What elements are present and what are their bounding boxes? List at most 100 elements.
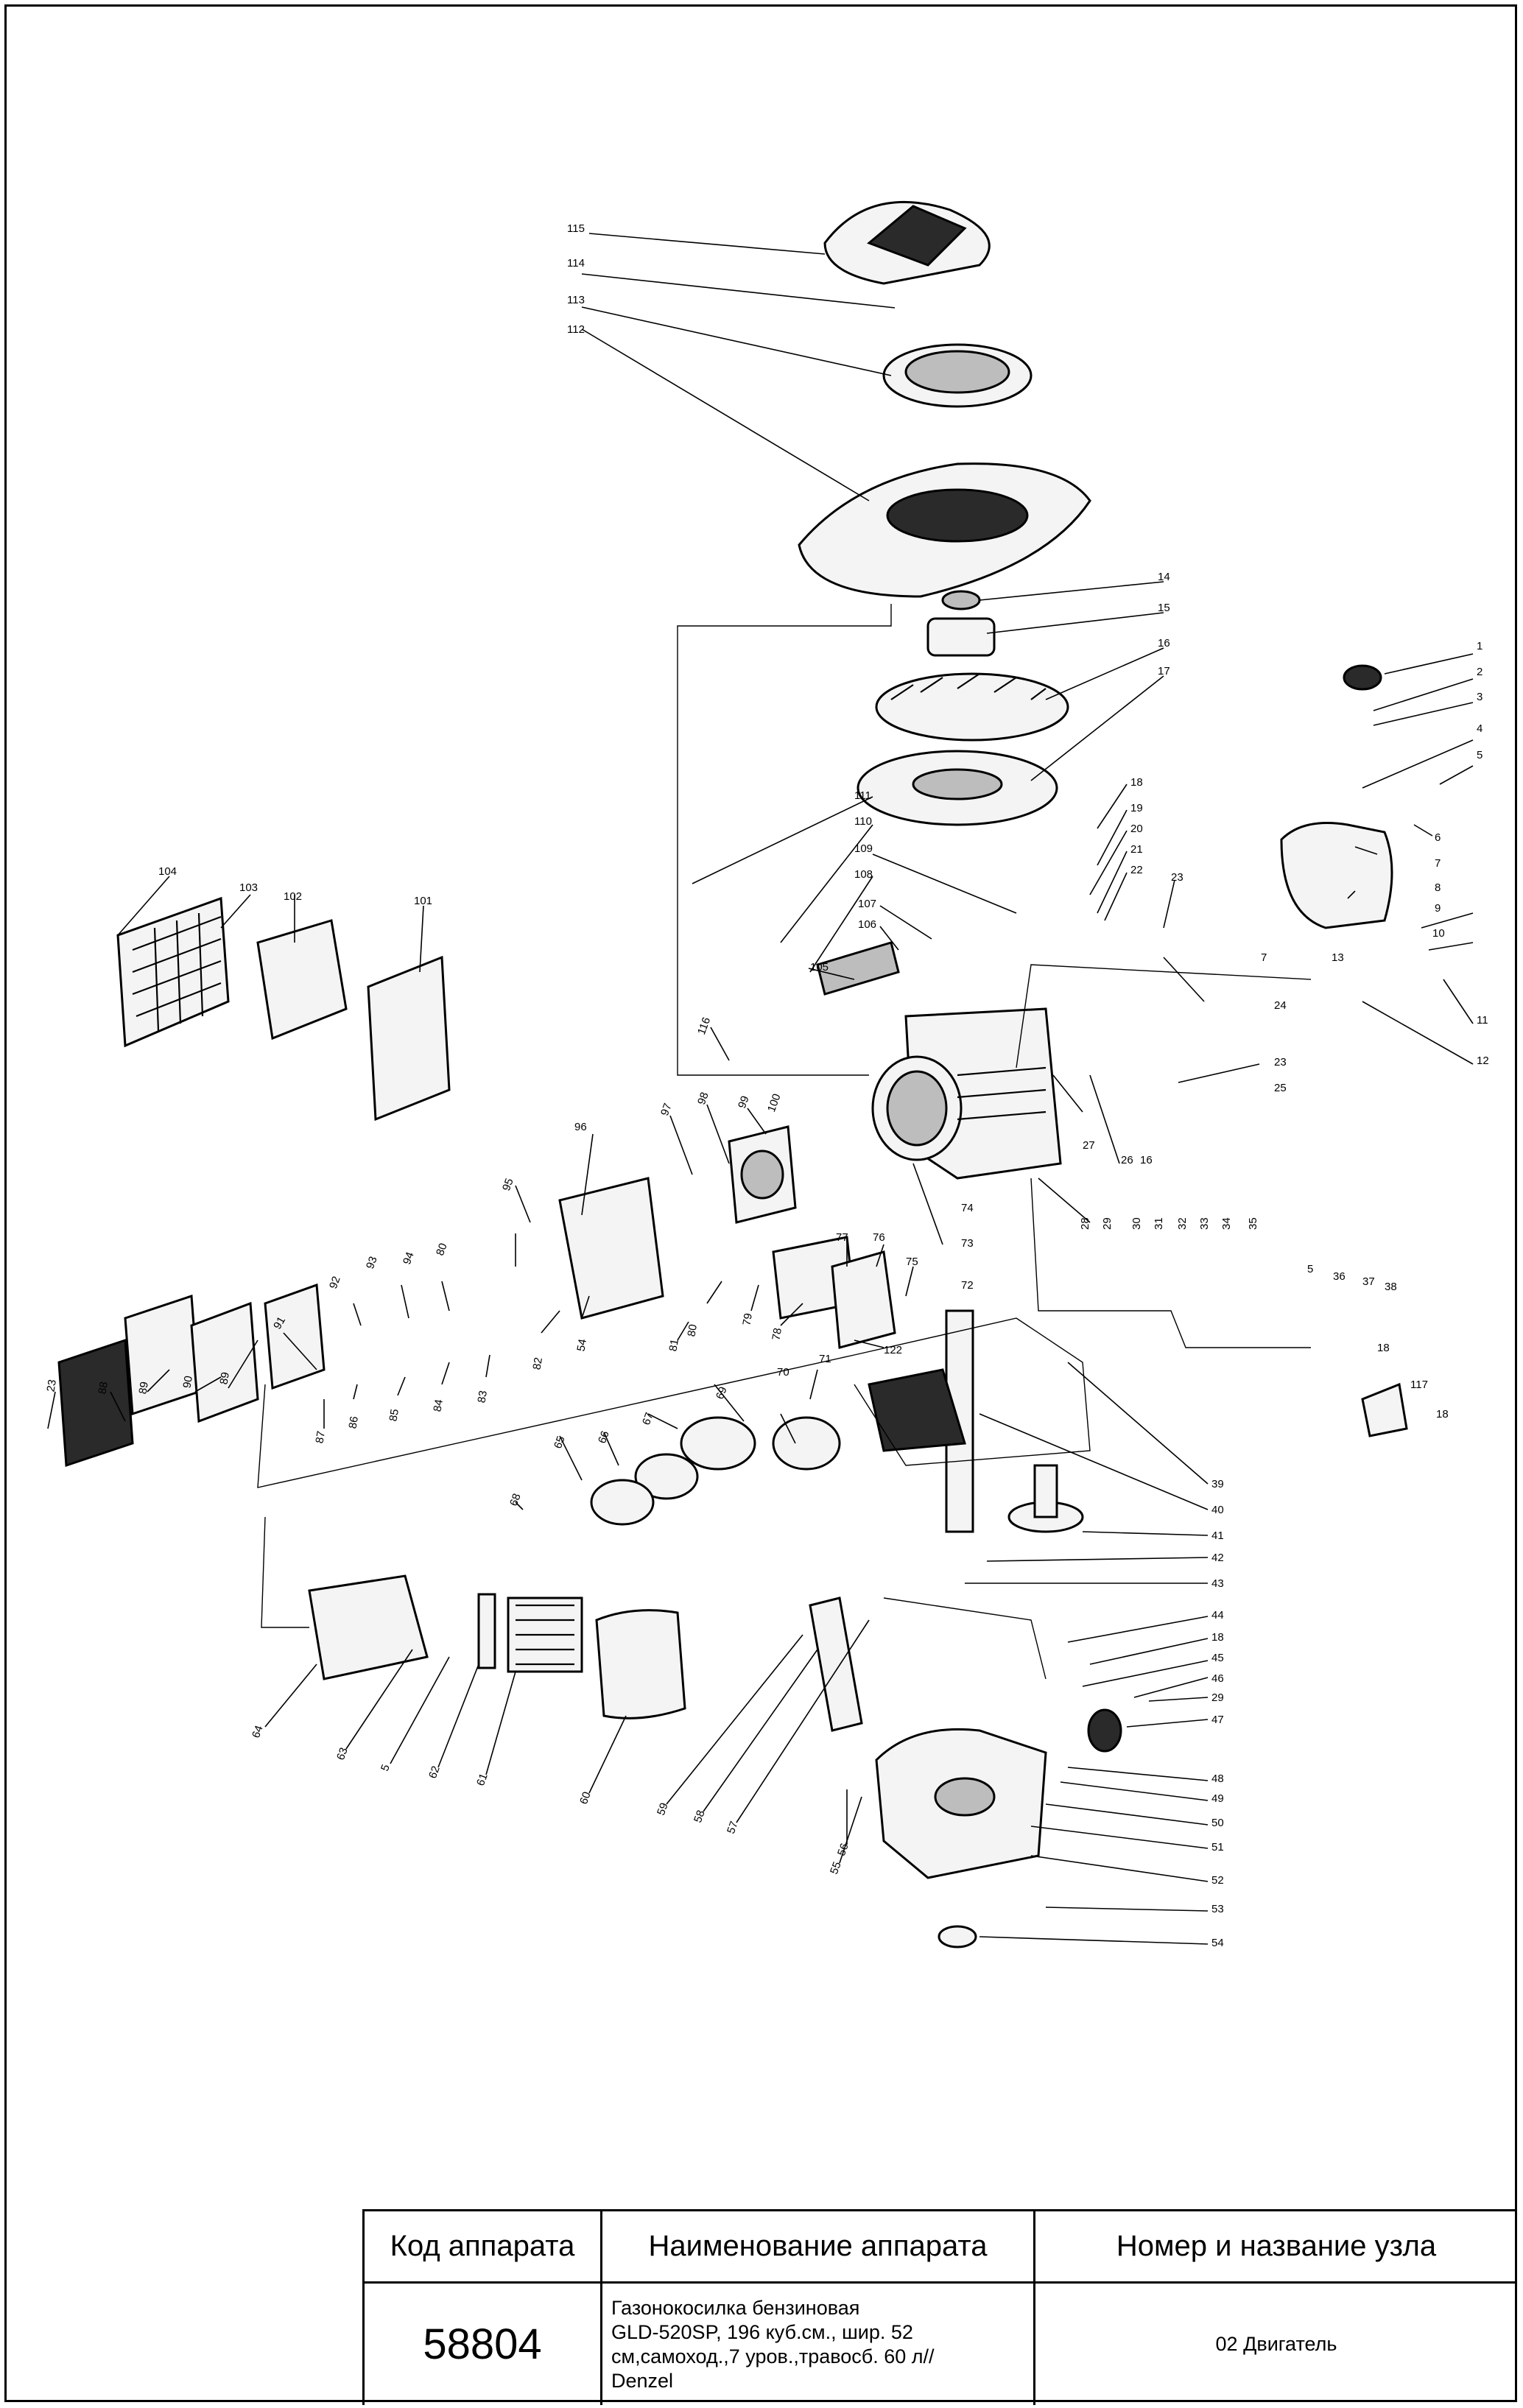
part-105-ignition-coil [816, 941, 900, 996]
callout-7b: 7 [1261, 951, 1267, 964]
callout-12: 12 [1477, 1055, 1489, 1067]
callout-111: 111 [854, 789, 871, 802]
callout-115: 115 [567, 222, 585, 235]
callout-97: 97 [658, 1102, 675, 1117]
callout-36: 36 [1333, 1270, 1346, 1283]
callout-41: 41 [1211, 1529, 1224, 1542]
callout-45: 45 [1211, 1652, 1224, 1664]
device-name: Газонокосилка бензиновая GLD-520SP, 196 … [602, 2284, 1035, 2405]
part-62-filter-gasket [477, 1593, 496, 1669]
callout-104: 104 [158, 865, 177, 878]
callout-83: 83 [475, 1390, 490, 1404]
callout-48: 48 [1211, 1772, 1224, 1785]
callout-49: 49 [1211, 1792, 1224, 1805]
callout-113: 113 [567, 294, 585, 306]
callout-110: 110 [854, 815, 872, 828]
callout-73: 73 [961, 1237, 974, 1250]
callout-44: 44 [1211, 1609, 1224, 1622]
callout-87: 87 [313, 1430, 328, 1444]
title-block: Код аппарата Наименование аппарата Номер… [362, 2209, 1517, 2405]
part-103-muffler-guard [116, 896, 230, 1048]
callout-102: 102 [284, 890, 302, 903]
callout-81: 81 [666, 1338, 681, 1352]
callout-7a: 7 [1435, 857, 1441, 870]
callout-3: 3 [1477, 691, 1482, 703]
callout-20: 20 [1130, 823, 1143, 835]
callout-79: 79 [740, 1312, 755, 1326]
callout-109: 109 [854, 842, 873, 855]
callout-54a: 54 [574, 1338, 589, 1352]
part-96-cylinder-head [558, 1177, 664, 1320]
callout-28: 28 [1079, 1217, 1091, 1230]
callout-55: 55 [828, 1860, 844, 1876]
callout-8: 8 [1435, 881, 1441, 894]
callout-93: 93 [364, 1255, 380, 1270]
part-47-governor-gear [1087, 1708, 1122, 1753]
assembly-frames [257, 604, 1312, 1680]
callout-51: 51 [1211, 1841, 1224, 1853]
callout-80a: 80 [434, 1242, 450, 1257]
callout-57: 57 [725, 1820, 741, 1835]
callout-96: 96 [574, 1121, 587, 1133]
callout-107: 107 [858, 898, 876, 910]
callout-labels: 115 114 113 112 14 15 16 17 111 110 109 … [44, 222, 1488, 1949]
callout-74: 74 [961, 1202, 974, 1214]
callout-15: 15 [1158, 602, 1170, 614]
callout-19: 19 [1130, 802, 1143, 814]
part-88-valve-cover [57, 1338, 134, 1468]
part-64-air-filter-base [308, 1574, 429, 1680]
callout-33: 33 [1198, 1217, 1211, 1230]
part-89-gasket [124, 1294, 200, 1416]
callout-89a: 89 [136, 1381, 151, 1395]
callout-68: 68 [507, 1492, 524, 1507]
callout-22: 22 [1130, 864, 1143, 876]
callout-38: 38 [1385, 1281, 1397, 1293]
callout-54b: 54 [1211, 1937, 1224, 1949]
callout-5b: 5 [1307, 1263, 1313, 1275]
callout-64: 64 [250, 1724, 266, 1739]
callout-31: 31 [1153, 1217, 1165, 1230]
part-101-heat-shield [367, 955, 451, 1122]
callout-75: 75 [906, 1256, 918, 1268]
callout-90: 90 [180, 1375, 195, 1389]
header-device-name: Наименование аппарата [602, 2211, 1035, 2284]
callout-77: 77 [836, 1231, 848, 1244]
callout-4: 4 [1477, 722, 1482, 735]
callout-26: 26 [1121, 1154, 1133, 1166]
callout-18b: 18 [1377, 1342, 1390, 1354]
callout-63: 63 [334, 1746, 351, 1761]
part-102-muffler [256, 919, 348, 1041]
callout-114: 114 [567, 257, 585, 270]
part-90-breather [190, 1301, 259, 1423]
part-117-bracket [1361, 1382, 1408, 1437]
callout-84: 84 [431, 1398, 446, 1412]
part-66-ring [634, 1453, 699, 1500]
callout-85: 85 [387, 1408, 401, 1422]
callout-16: 16 [1158, 637, 1170, 649]
part-58-dipstick-tube [809, 1596, 863, 1732]
callout-24: 24 [1274, 999, 1287, 1012]
callout-108: 108 [854, 868, 873, 881]
callout-35: 35 [1247, 1217, 1259, 1230]
callout-60: 60 [577, 1790, 594, 1806]
callout-59: 59 [655, 1801, 671, 1817]
callout-46: 46 [1211, 1672, 1224, 1685]
callout-61: 61 [474, 1772, 490, 1787]
callout-23b: 23 [1274, 1056, 1287, 1069]
callout-29b: 29 [1211, 1691, 1224, 1704]
callout-10: 10 [1432, 927, 1445, 940]
part-14-flywheel-nut [941, 590, 981, 610]
callout-42: 42 [1211, 1552, 1224, 1564]
callout-9: 9 [1435, 902, 1441, 915]
callout-13: 13 [1332, 951, 1344, 964]
callout-106: 106 [858, 918, 876, 931]
callout-2: 2 [1477, 666, 1482, 678]
callout-39: 39 [1211, 1478, 1224, 1490]
callout-5c: 5 [379, 1763, 393, 1773]
callout-47: 47 [1211, 1714, 1224, 1726]
callout-30: 30 [1130, 1217, 1143, 1230]
callout-67: 67 [640, 1411, 656, 1426]
callout-18c: 18 [1436, 1408, 1449, 1420]
callout-23a: 23 [1171, 871, 1183, 884]
part-76-carburetor [831, 1250, 896, 1349]
